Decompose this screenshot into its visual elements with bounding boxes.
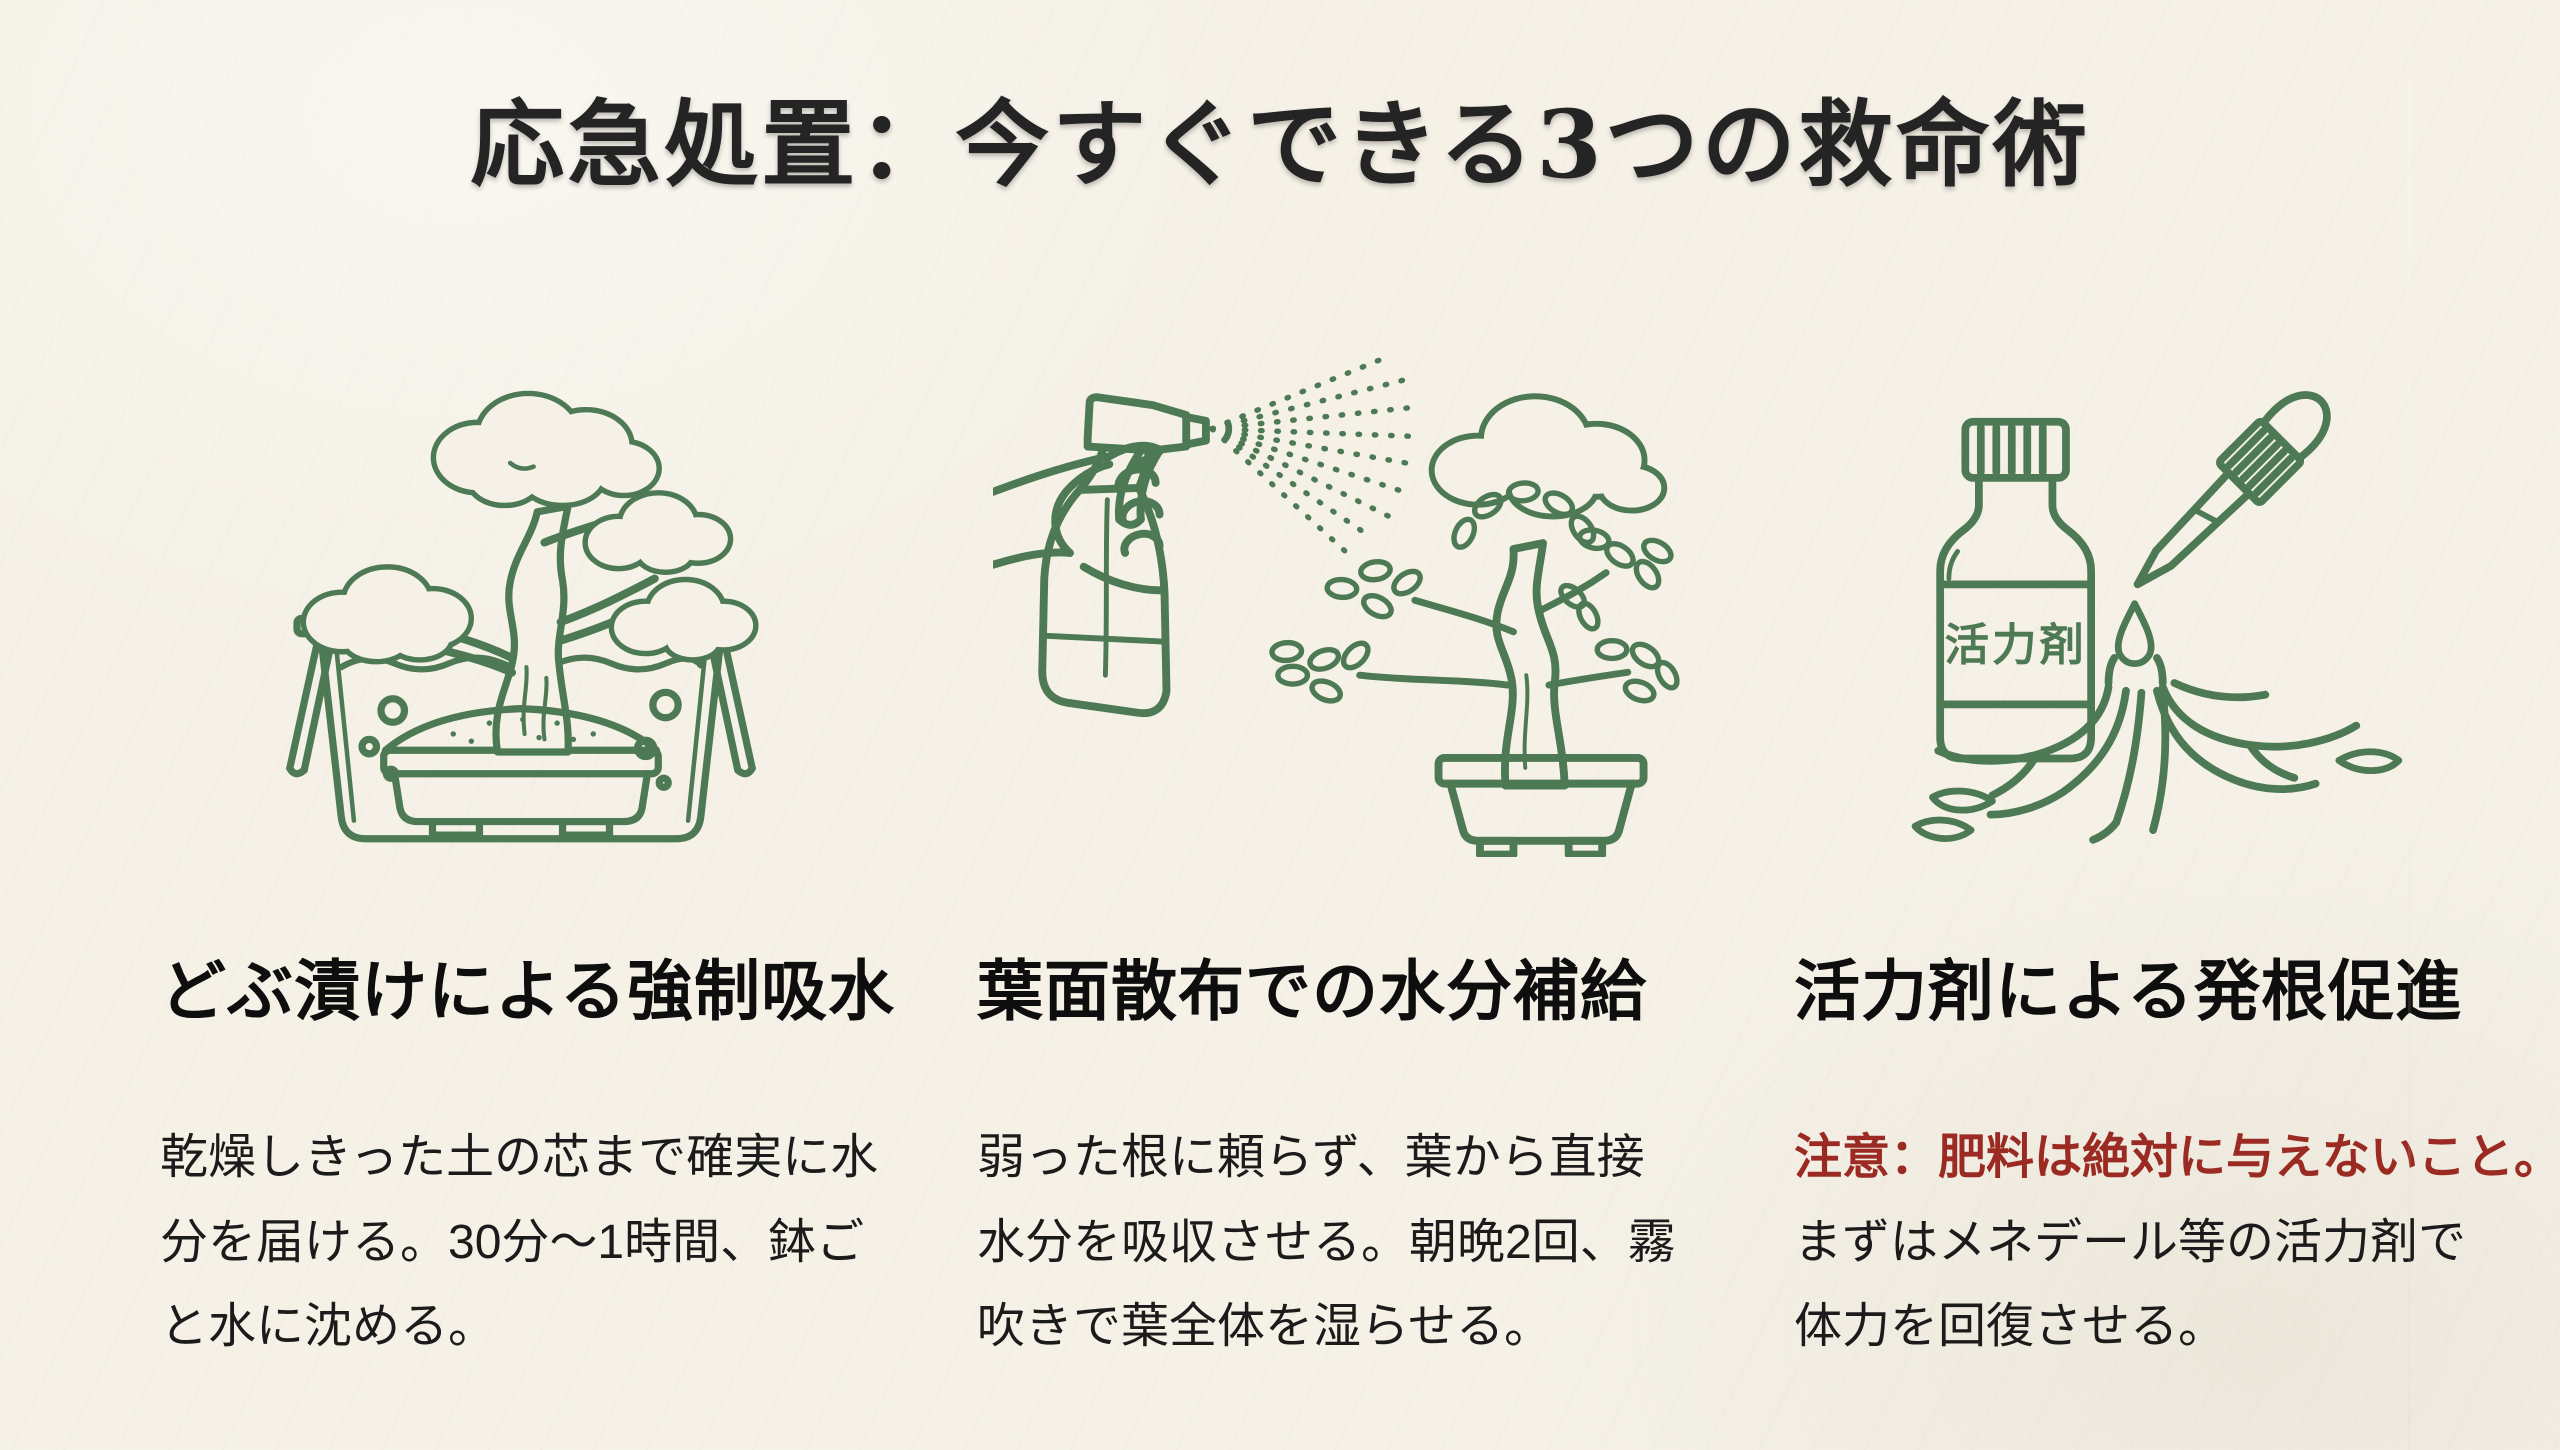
- leaves: [1269, 480, 1680, 704]
- mist-spray-dots: [1209, 352, 1425, 555]
- tonic-dropper-illustration: 活力剤: [1794, 309, 2516, 857]
- bonsai-submerged-icon: [286, 390, 759, 843]
- body-line: 分を届ける。30分〜1時間、鉢ご: [160, 1215, 865, 1269]
- body-line: 吹きで葉全体を湿らせる。: [977, 1300, 1553, 1354]
- roots: [1911, 653, 2403, 844]
- tonic-bottle: [1936, 417, 2096, 763]
- page-title: 応急処置：今すぐできる3つの救命術: [470, 90, 2090, 200]
- body-line: と水に沈める。: [160, 1300, 497, 1354]
- card-mist-body: 弱った根に頼らず、葉から直接 水分を吸収させる。朝晩2回、霧 吹きで葉全体を湿ら…: [977, 1116, 1699, 1369]
- body-line: まずはメネデール等の活力剤で: [1794, 1215, 2467, 1269]
- body-line: 水分を吸収させる。朝晩2回、霧: [977, 1215, 1676, 1269]
- card-soak-heading: どぶ漬けによる強制吸水: [160, 953, 896, 1028]
- soil-dots: [450, 716, 596, 744]
- tonic-bottle-dropper-icon: 活力剤: [1911, 390, 2403, 844]
- card-soak-body: 乾燥しきった土の芯まで確実に水 分を届ける。30分〜1時間、鉢ご と水に沈める。: [160, 1116, 882, 1369]
- card-tonic: 活力剤: [1794, 309, 2560, 1370]
- hand: [993, 442, 1167, 595]
- body-line: 体力を回復させる。: [1794, 1300, 2227, 1354]
- water-drop: [2114, 599, 2155, 667]
- body-line: 弱った根に頼らず、葉から直接: [977, 1131, 1645, 1185]
- card-tonic-body: 注意：肥料は絶対に与えないこと。 まずはメネデール等の活力剤で 体力を回復させる…: [1794, 1116, 2560, 1369]
- card-tonic-heading: 活力剤による発根促進: [1794, 953, 2463, 1028]
- warning-line: 注意：肥料は絶対に与えないこと。: [1794, 1131, 2560, 1185]
- card-mist: 葉面散布での水分補給 弱った根に頼らず、葉から直接 水分を吸収させる。朝晩2回、…: [977, 309, 1699, 1370]
- spray-bottle-misting-icon: [993, 352, 1680, 857]
- body-line: 乾燥しきった土の芯まで確実に水: [160, 1131, 879, 1185]
- bonsai-tree: [1356, 539, 1632, 790]
- bonsai-bucket-illustration: [160, 309, 882, 857]
- card-mist-heading: 葉面散布での水分補給: [977, 953, 1647, 1028]
- bonsai-pot: [1434, 754, 1648, 857]
- paper-crease: [2408, 82, 2411, 1450]
- bottle-label-text: 活力剤: [1945, 620, 2087, 669]
- card-soak: どぶ漬けによる強制吸水 乾燥しきった土の芯まで確実に水 分を届ける。30分〜1時…: [160, 309, 896, 1370]
- dropper: [2133, 390, 2331, 588]
- spray-bonsai-illustration: [977, 309, 1699, 857]
- three-step-cards: どぶ漬けによる強制吸水 乾燥しきった土の芯まで確実に水 分を届ける。30分〜1時…: [0, 309, 2560, 1370]
